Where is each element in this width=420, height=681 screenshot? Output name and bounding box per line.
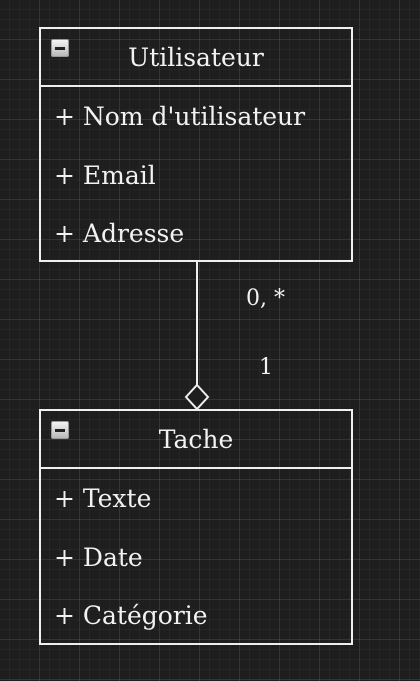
class-header: Utilisateur — [41, 29, 351, 87]
attribute-list: + Texte + Date + Catégorie — [41, 469, 351, 646]
attribute-row[interactable]: + Email — [54, 160, 156, 190]
class-name: Tache — [158, 425, 234, 454]
attribute-row[interactable]: + Texte — [54, 484, 152, 513]
attribute-row[interactable]: + Catégorie — [54, 601, 208, 630]
class-tache[interactable]: Tache + Texte + Date + Catégorie — [39, 409, 353, 645]
class-utilisateur[interactable]: Utilisateur + Nom d'utilisateur + Email … — [39, 27, 353, 262]
attribute-list: + Nom d'utilisateur + Email + Adresse — [41, 87, 351, 264]
collapse-icon[interactable] — [51, 39, 69, 57]
aggregation-diamond-icon — [184, 383, 210, 411]
attribute-row[interactable]: + Date — [54, 542, 143, 572]
attribute-row[interactable]: + Nom d'utilisateur — [54, 102, 306, 131]
attribute-row[interactable]: + Adresse — [54, 219, 185, 248]
class-name: Utilisateur — [128, 43, 264, 72]
multiplicity-source: 0, * — [246, 286, 285, 311]
multiplicity-target: 1 — [259, 355, 273, 380]
class-header: Tache — [41, 411, 351, 469]
collapse-icon[interactable] — [51, 421, 69, 439]
